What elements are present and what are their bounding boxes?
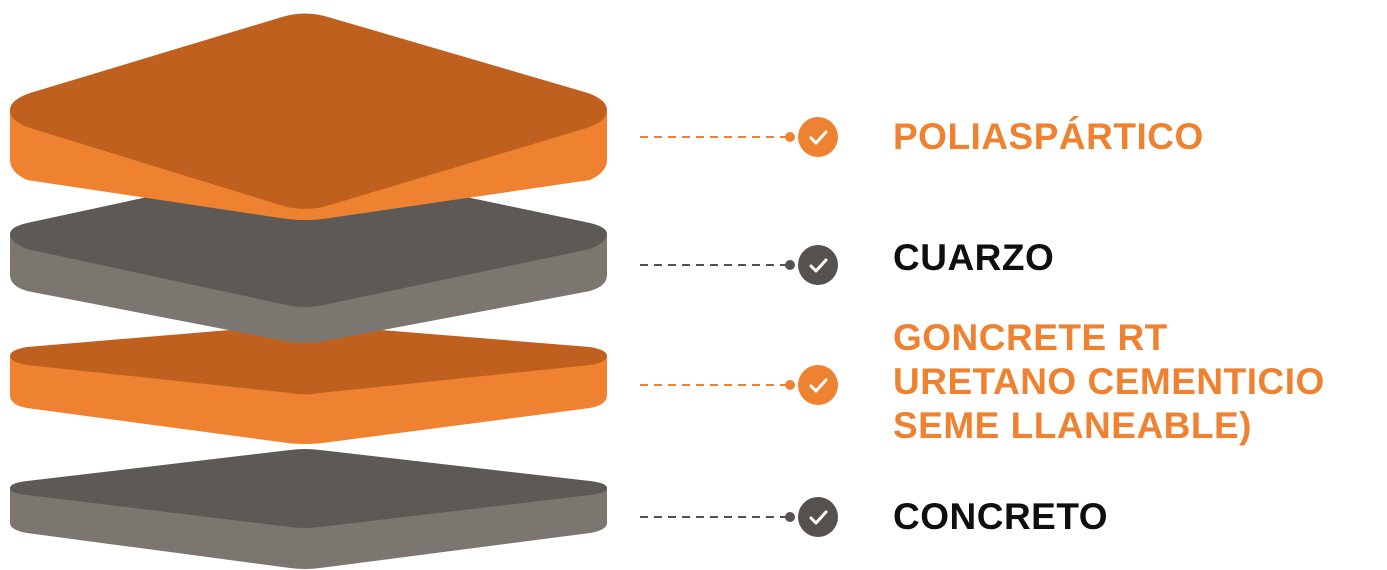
- connector-poliaspartico: [640, 117, 838, 157]
- poliaspartico-slab: [10, 13, 607, 220]
- connector-concreto: [640, 497, 838, 537]
- check-badge: [798, 497, 838, 537]
- check-badge: [798, 245, 838, 285]
- connector-dot: [785, 132, 795, 142]
- connector-goncrete: [640, 365, 838, 405]
- label-line: CONCRETO: [893, 496, 1109, 537]
- label-line: GONCRETE RT: [893, 317, 1168, 358]
- label-cuarzo: CUARZO: [893, 236, 1054, 280]
- check-icon: [809, 130, 828, 145]
- label-goncrete: GONCRETE RT URETANO CEMENTICIO SEME LLAN…: [893, 316, 1325, 448]
- check-icon: [809, 510, 828, 525]
- concreto-slab-top: [10, 449, 607, 528]
- check-icon: [809, 378, 828, 393]
- connector-cuarzo: [640, 245, 838, 285]
- concreto-slab: [10, 449, 607, 569]
- label-concreto: CONCRETO: [893, 495, 1108, 539]
- label-line: SEME LLANEABLE): [893, 405, 1252, 446]
- label-line: POLIASPÁRTICO: [893, 116, 1204, 157]
- check-badge: [798, 117, 838, 157]
- label-line: URETANO CEMENTICIO: [893, 361, 1325, 402]
- connector-dot: [785, 512, 795, 522]
- cuarzo-slab: [10, 165, 607, 343]
- label-poliaspartico: POLIASPÁRTICO: [893, 115, 1204, 159]
- cuarzo-slab-top: [10, 165, 607, 307]
- connector-dot: [785, 380, 795, 390]
- check-icon: [809, 258, 828, 273]
- goncrete-slab-top: [10, 324, 607, 395]
- poliaspartico-slab-top: [10, 13, 607, 209]
- check-badge: [798, 365, 838, 405]
- connector-dot: [785, 260, 795, 270]
- label-line: CUARZO: [893, 237, 1055, 278]
- goncrete-slab: [10, 324, 607, 444]
